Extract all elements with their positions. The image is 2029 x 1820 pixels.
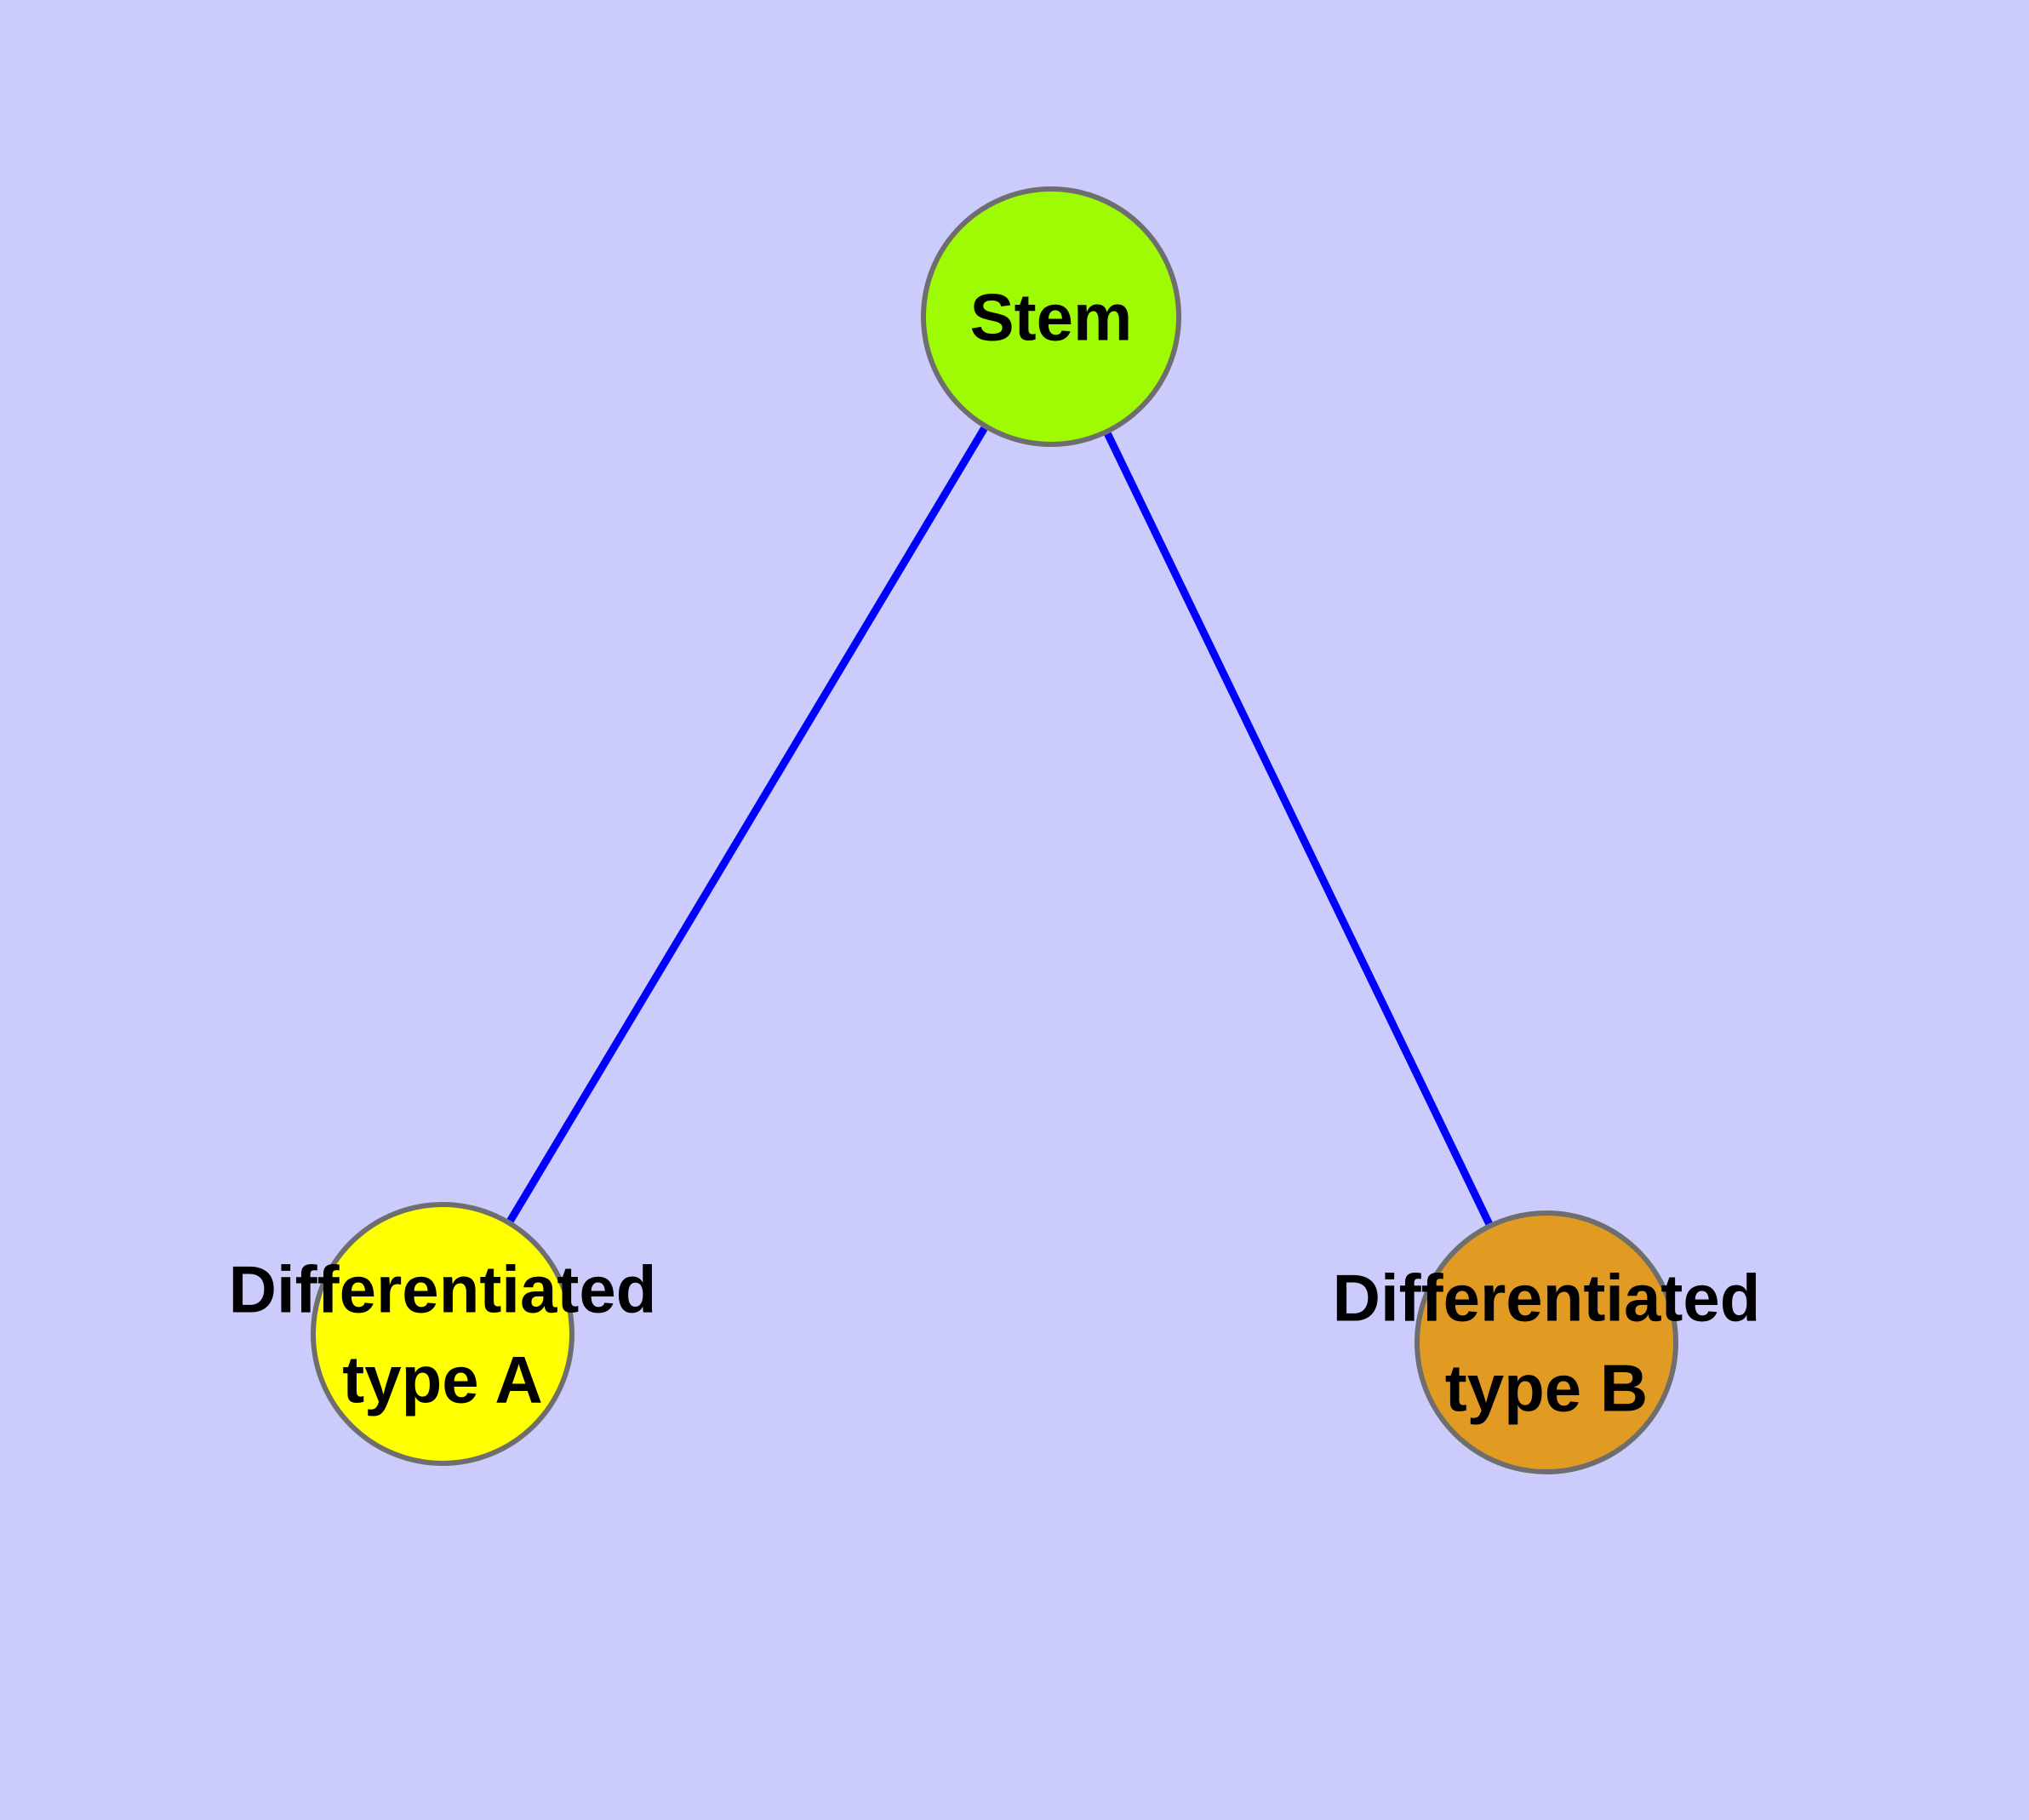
graph-node-label-line: type B [1445,1350,1648,1425]
graph-node-stem[interactable] [921,186,1181,447]
nodes-layer [311,186,1678,1474]
graph-node-diff-b[interactable] [1415,1210,1678,1474]
graph-node-label-diff-b: Differentiated type B [1333,1260,1761,1425]
graph-node-label-line: type A [342,1342,543,1417]
graph-edge-stem-to-diff-b[interactable] [1104,432,1493,1226]
edges-layer [506,426,1493,1226]
graph-node-label-line: Differentiated [1333,1260,1761,1335]
graph-node-label-stem: Stem [970,279,1133,354]
graph-edge-stem-to-diff-a[interactable] [506,426,988,1223]
graph-node-diff-a[interactable] [311,1202,574,1466]
graph-node-label-line: Differentiated [229,1251,657,1326]
graph-node-label-diff-a: Differentiated type A [229,1251,657,1417]
graph-node-label-line: Stem [970,279,1133,354]
